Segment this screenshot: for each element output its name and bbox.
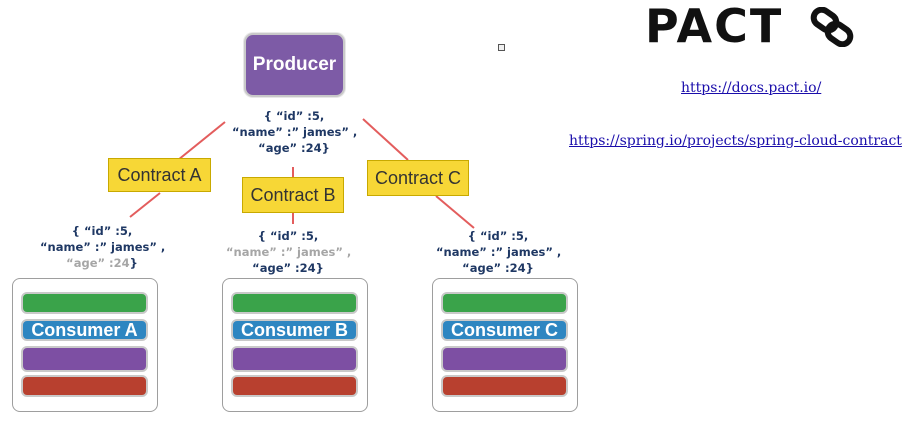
layer-red	[231, 375, 358, 397]
connector-producer-contract-a	[177, 121, 226, 161]
connector-producer-contract-c	[362, 118, 409, 161]
link-chain-icon	[810, 7, 854, 47]
layer-purple	[441, 346, 568, 372]
contract-a-box: Contract A	[108, 158, 211, 192]
contract-c-box: Contract C	[367, 160, 469, 196]
spring-cloud-contract-link[interactable]: https://spring.io/projects/spring-cloud-…	[569, 133, 902, 149]
pact-logo: PACT	[645, 0, 857, 53]
embedded-object-icon[interactable]	[498, 44, 505, 51]
payload-field-unused: “age” :24	[66, 256, 130, 270]
contract-b-box: Contract B	[242, 177, 344, 213]
pact-docs-link[interactable]: https://docs.pact.io/	[681, 80, 822, 96]
payload-line: “name” :” james” ,	[232, 125, 358, 139]
consumer-a-payload: { “id” :5, “name” :” james” , “age” :24}	[40, 223, 166, 271]
payload-line: { “id” :5,	[71, 224, 133, 238]
logo-wordmark: PACT	[645, 0, 784, 53]
payload-line: { “id” :5,	[257, 229, 319, 243]
payload-closing-brace: }	[129, 256, 138, 270]
layer-green	[231, 292, 358, 314]
layer-purple	[231, 346, 358, 372]
layer-red	[441, 375, 568, 397]
consumer-b-payload: { “id” :5, “name” :” james” , “age” :24}	[226, 228, 352, 276]
layer-purple	[21, 346, 148, 372]
connector-contract-c-consumer-c	[435, 195, 475, 229]
consumer-a-stack: Consumer A	[12, 278, 158, 412]
producer-payload: { “id” :5, “name” :” james” , “age” :24}	[232, 108, 358, 156]
payload-line: “name” :” james” ,	[436, 245, 562, 259]
consumer-c-stack: Consumer C	[432, 278, 578, 412]
layer-green	[21, 292, 148, 314]
consumer-a-label: Consumer A	[21, 319, 148, 341]
payload-line: “age” :24}	[258, 141, 330, 155]
payload-line: “age” :24}	[252, 261, 324, 275]
layer-green	[441, 292, 568, 314]
payload-line: { “id” :5,	[263, 109, 325, 123]
consumer-b-stack: Consumer B	[222, 278, 368, 412]
payload-line: “age” :24}	[40, 255, 164, 271]
consumer-b-label: Consumer B	[231, 319, 358, 341]
payload-line: “age” :24}	[462, 261, 534, 275]
payload-line: “name” :” james” ,	[40, 240, 166, 254]
consumer-c-payload: { “id” :5, “name” :” james” , “age” :24}	[436, 228, 562, 276]
consumer-c-label: Consumer C	[441, 319, 568, 341]
payload-field-unused: “name” :” james” ,	[226, 245, 352, 259]
payload-line: { “id” :5,	[467, 229, 529, 243]
layer-red	[21, 375, 148, 397]
producer-box: Producer	[244, 33, 345, 97]
connector-contract-a-consumer-a	[129, 192, 161, 218]
